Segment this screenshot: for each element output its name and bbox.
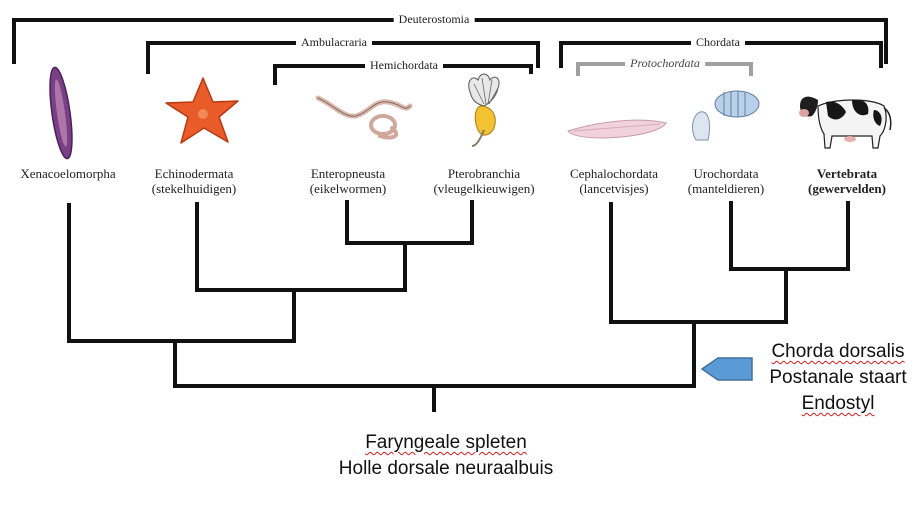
taxon-name: Vertebrata	[816, 166, 878, 181]
taxon-name: Xenacoelomorpha	[20, 166, 116, 181]
trait-chorda-dorsalis: Chorda dorsalis	[771, 341, 905, 362]
trait-postanale-staart: Postanale staart	[769, 367, 907, 388]
taxon-common-name: (stekelhuidigen)	[151, 181, 237, 196]
ambulacraria-label: Ambulacraria	[296, 35, 372, 50]
protochordata-label: Protochordata	[625, 56, 705, 71]
cephalochordata-image	[567, 119, 667, 139]
olfactores-branch	[729, 201, 850, 271]
deuterostomia-label: Deuterostomia	[393, 12, 475, 27]
taxon-name: Cephalochordata	[569, 166, 659, 181]
chordata-label: Chordata	[691, 35, 745, 50]
trait-faryngeale-spleten: Faryngeale spleten	[365, 432, 527, 453]
chordate-traits-arrow	[700, 357, 753, 381]
taxon-common-name: (eikelwormen)	[309, 181, 387, 196]
taxon-name: Echinodermata	[154, 166, 234, 181]
deuterostomia-branch	[173, 320, 696, 388]
hemichordata-branch	[345, 200, 474, 245]
taxon-common-name: (lancetvisjes)	[579, 181, 649, 196]
pterobranchia-image	[468, 73, 500, 147]
chordata-branch	[609, 202, 788, 324]
taxon-vertebrata: Vertebrata (gewervelden)	[808, 166, 886, 196]
taxon-xenacoelomorpha: Xenacoelomorpha	[20, 166, 115, 181]
taxon-enteropneusta: Enteropneusta (eikelwormen)	[310, 166, 387, 196]
urochordata-image	[692, 90, 760, 141]
taxon-name: Enteropneusta	[310, 166, 386, 181]
trait-endostyl: Endostyl	[801, 393, 875, 414]
deuterostome-traits: Faryngeale spleten Holle dorsale neuraal…	[339, 430, 553, 482]
taxon-name: Pterobranchia	[447, 166, 521, 181]
taxon-common-name: (vleugelkieuwigen)	[433, 181, 535, 196]
ambulacraria-branch	[195, 202, 407, 292]
xenambulacraria-branch	[67, 203, 296, 343]
vertebrata-image	[799, 96, 892, 149]
taxon-name: Urochordata	[693, 166, 759, 181]
taxon-common-name: (gewervelden)	[808, 181, 886, 196]
hemichordata-label: Hemichordata	[365, 58, 443, 73]
echinodermata-image	[165, 77, 239, 144]
taxon-pterobranchia: Pterobranchia (vleugelkieuwigen)	[433, 166, 534, 196]
chordate-traits: Chorda dorsalis Postanale staart Endosty…	[758, 339, 918, 417]
taxon-cephalochordata: Cephalochordata (lancetvisjes)	[570, 166, 658, 196]
taxon-common-name: (manteldieren)	[687, 181, 765, 196]
xenacoelomorpha-image	[49, 66, 73, 160]
taxon-urochordata: Urochordata (manteldieren)	[688, 166, 765, 196]
trait-holle-dorsale-neuraalbuis: Holle dorsale neuraalbuis	[338, 458, 554, 479]
enteropneusta-image	[315, 95, 413, 140]
taxon-echinodermata: Echinodermata (stekelhuidigen)	[152, 166, 236, 196]
